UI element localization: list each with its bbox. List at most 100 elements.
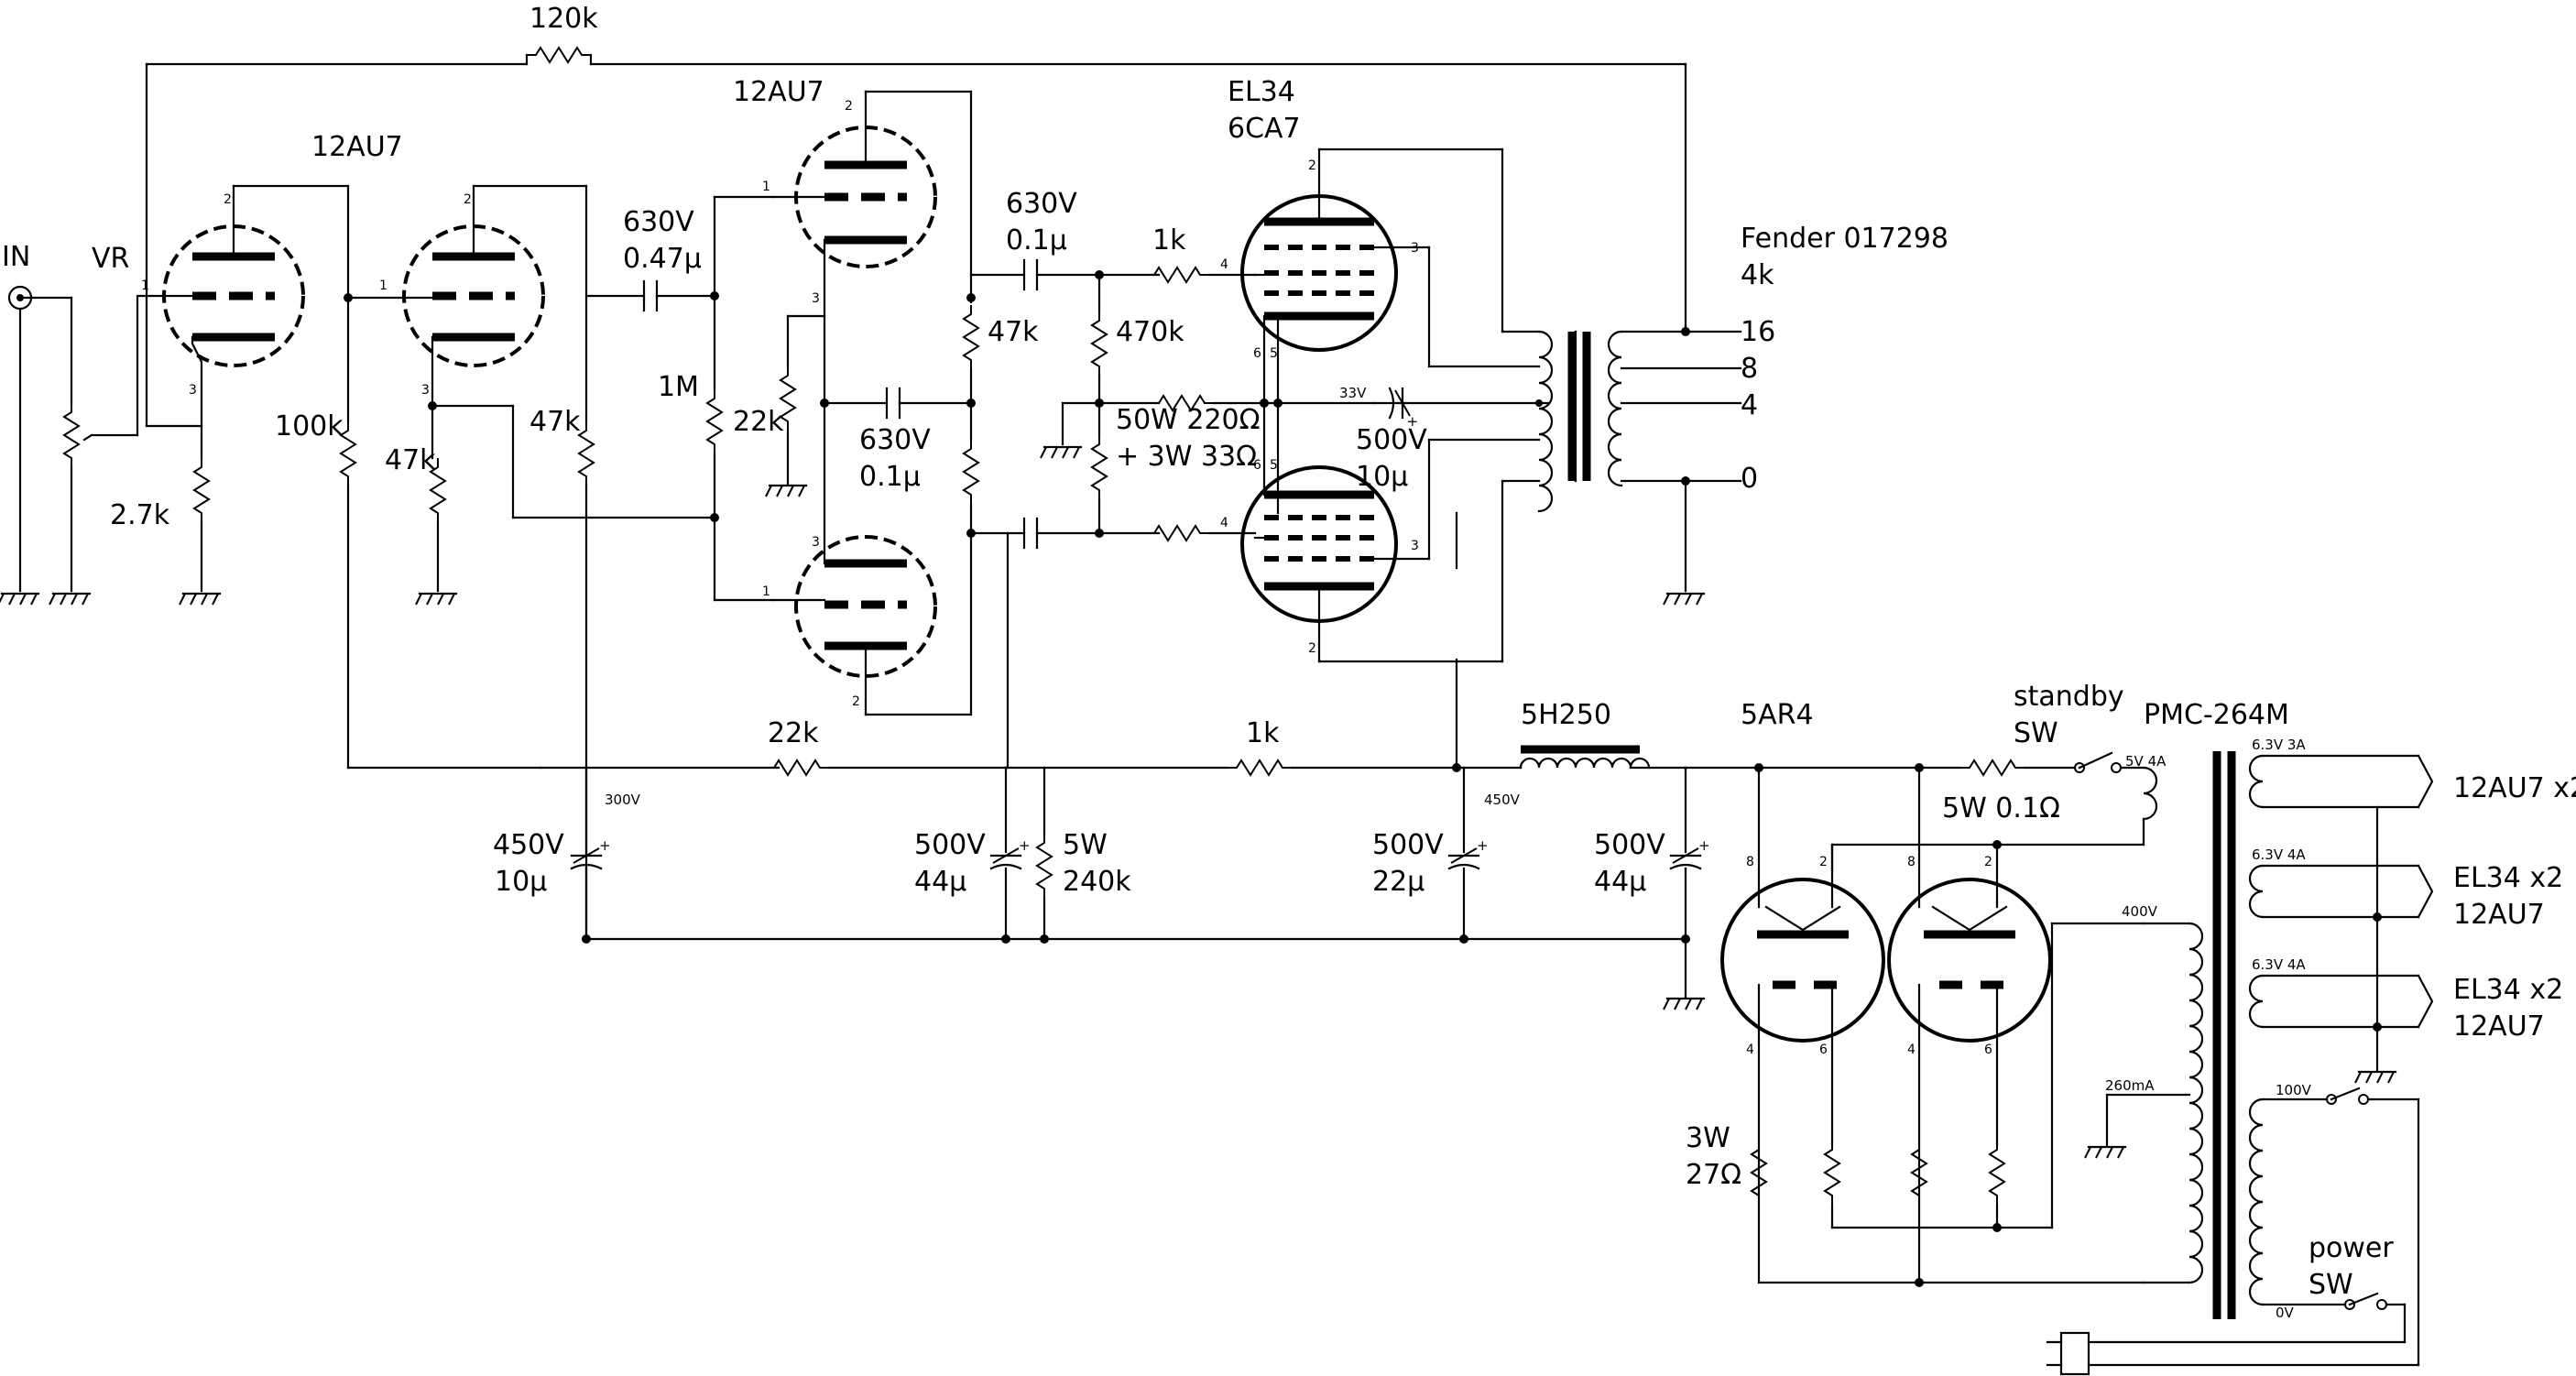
input-jack	[0, 285, 73, 606]
svg-text:3: 3	[812, 535, 820, 550]
svg-text:1: 1	[379, 278, 387, 293]
svg-text:6: 6	[1253, 458, 1261, 473]
label-pt: PMC-264M	[2144, 699, 2289, 731]
svg-text:4: 4	[1907, 1043, 1916, 1057]
svg-text:8: 8	[1907, 855, 1916, 869]
svg-text:1: 1	[141, 278, 149, 293]
label-r-pi-47k: 47k	[988, 316, 1039, 348]
label-v-63a: 6.3V 3A	[2252, 737, 2306, 753]
coupling-cap-1	[584, 279, 719, 312]
label-r-470k: 470k	[1116, 316, 1184, 348]
label-heat2a: EL34 x2	[2453, 862, 2563, 894]
label-v-260: 260mA	[2105, 1077, 2155, 1094]
label-r-22k-pi: 22k	[733, 406, 784, 438]
label-r-27: 27Ω	[1686, 1159, 1741, 1191]
label-r-22k-sup: 22k	[768, 717, 819, 749]
v1-plate-load	[340, 184, 542, 770]
label-c3-c: 0.1μ	[1006, 224, 1067, 257]
label-r-bias1: 50W 220Ω	[1116, 404, 1261, 436]
svg-text:1: 1	[762, 180, 770, 194]
rectifier-tube-1: 8 2 4 6	[1720, 766, 1885, 1284]
label-power1: power	[2309, 1232, 2394, 1264]
label-r-bias2: + 3W 33Ω	[1116, 441, 1257, 473]
label-c1-c: 0.47μ	[623, 243, 702, 275]
label-r-k1: 2.7k	[110, 499, 170, 531]
svg-text:3: 3	[1411, 241, 1419, 256]
svg-text:3: 3	[421, 383, 430, 398]
label-r-l2: 47k	[529, 406, 581, 438]
label-heat1: 12AU7 x2	[2453, 772, 2576, 804]
v1b-cathode	[414, 401, 719, 606]
label-in: IN	[2, 241, 30, 273]
label-v-63c: 6.3V 4A	[2252, 956, 2306, 973]
svg-text:2: 2	[1984, 855, 1992, 869]
label-c-k-v: 500V	[1356, 424, 1427, 456]
label-r-bleed-w: 5W	[1063, 829, 1108, 861]
filter-caps	[570, 766, 1711, 1011]
label-choke: 5H250	[1521, 699, 1611, 731]
label-ot-name: Fender 017298	[1741, 223, 1948, 255]
output-coupling-top	[969, 258, 1257, 291]
label-v-100: 100V	[2276, 1082, 2312, 1098]
svg-text:2: 2	[224, 192, 232, 207]
label-rect: 5AR4	[1741, 699, 1814, 731]
v1-cathode	[145, 62, 222, 606]
label-c2-v: 630V	[859, 424, 931, 456]
label-r-1m: 1M	[658, 371, 699, 403]
label-v-400: 400V	[2122, 903, 2158, 920]
label-v2-type: 12AU7	[733, 76, 824, 108]
label-r-sb: 5W 0.1Ω	[1942, 792, 2060, 825]
svg-text:2: 2	[1819, 855, 1828, 869]
svg-text:5: 5	[1270, 346, 1278, 361]
label-r-l1: 100k	[275, 410, 344, 442]
label-heat2b: 12AU7	[2453, 899, 2545, 931]
label-r-k2: 47k	[385, 444, 436, 476]
label-c-d-c: 44μ	[1594, 866, 1646, 898]
label-v-33: 33V	[1339, 385, 1367, 401]
grid-leaks	[1039, 273, 1376, 535]
pi-tail	[764, 314, 889, 498]
svg-text:8: 8	[1746, 855, 1754, 869]
label-power2: SW	[2309, 1269, 2353, 1301]
output-coupling-bottom	[969, 517, 1257, 550]
svg-text:3: 3	[189, 383, 197, 398]
svg-text:1: 1	[762, 584, 770, 599]
label-ot-imp: 4k	[1741, 259, 1774, 291]
label-heat3b: 12AU7	[2453, 1010, 2545, 1043]
label-v-300: 300V	[605, 792, 641, 808]
label-fb-res: 120k	[529, 3, 598, 35]
label-tap8: 8	[1741, 353, 1758, 385]
label-standby1: standby	[2014, 681, 2124, 713]
rectifier-tube-2: 8 2 4 6	[1887, 766, 2052, 1284]
label-v1-type: 12AU7	[311, 131, 403, 163]
tube-v2a: 2 1 3	[762, 90, 973, 318]
label-v4-type2: 6CA7	[1228, 113, 1301, 145]
label-r-1k-sup: 1k	[1246, 717, 1280, 749]
label-heat3a: EL34 x2	[2453, 974, 2563, 1006]
label-c-b-c: 44μ	[914, 866, 966, 898]
pi-grid-cap	[885, 387, 976, 420]
label-c2-c: 0.1μ	[859, 461, 921, 493]
output-cathode-bias	[1260, 387, 1550, 429]
grid-resistor-1m	[706, 195, 776, 602]
svg-text:4: 4	[1220, 257, 1228, 272]
svg-text:4: 4	[1220, 516, 1228, 530]
label-r-bleed-v: 240k	[1063, 866, 1131, 898]
label-c-a-c: 10μ	[495, 866, 547, 898]
tube-v1a: 2 1 3	[136, 184, 350, 428]
supply-rail	[539, 511, 2158, 872]
label-c-c-c: 22μ	[1372, 866, 1424, 898]
label-r-3w: 3W	[1686, 1122, 1730, 1154]
feedback-loop	[145, 47, 1690, 336]
svg-text:6: 6	[1984, 1043, 1992, 1057]
svg-text:2: 2	[845, 99, 853, 114]
svg-text:3: 3	[812, 291, 820, 306]
svg-text:2: 2	[852, 694, 860, 709]
label-tap0: 0	[1741, 463, 1758, 495]
volume-pot[interactable]	[48, 296, 139, 606]
label-c1-v: 630V	[623, 206, 694, 238]
label-c-d-v: 500V	[1594, 829, 1665, 861]
label-c-c-v: 500V	[1372, 829, 1444, 861]
power-transformer	[2046, 751, 2434, 1376]
